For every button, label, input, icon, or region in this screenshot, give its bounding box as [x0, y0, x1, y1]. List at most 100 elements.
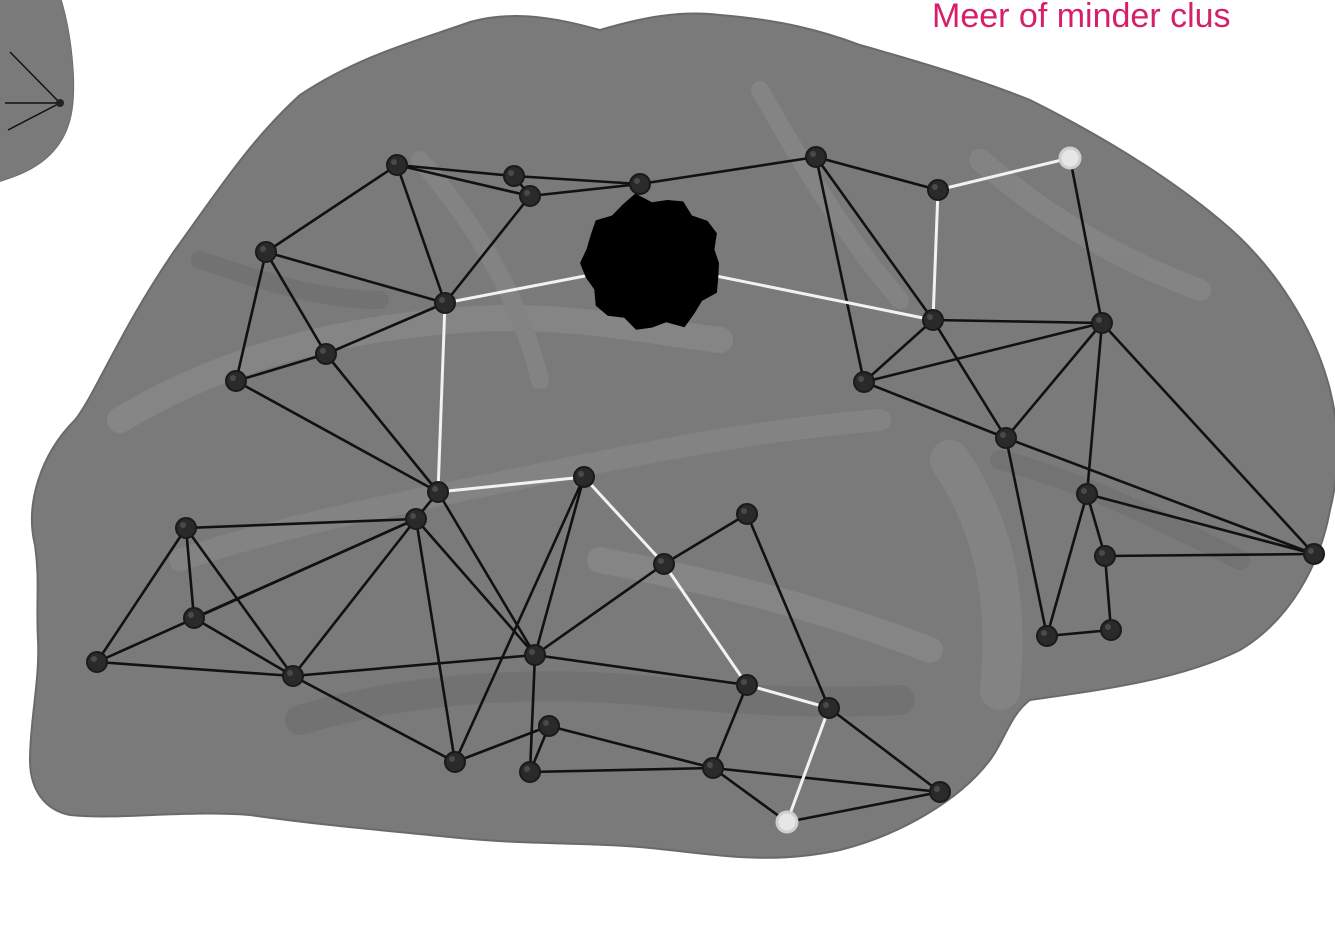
inset-brain [0, 0, 75, 183]
hub-layer [580, 193, 719, 330]
network-edge [529, 182, 641, 198]
network-node [315, 343, 337, 365]
network-edge [1104, 552, 1315, 558]
node-highlight [524, 766, 530, 772]
network-edge [815, 155, 939, 192]
network-edge [711, 684, 749, 769]
network-edge [814, 156, 935, 321]
network-node [386, 154, 408, 176]
node-highlight [658, 558, 664, 564]
network-node [538, 715, 560, 737]
network-node [444, 751, 466, 773]
network-edge [863, 319, 934, 383]
network-edge [292, 653, 536, 678]
network-edge [814, 156, 866, 383]
highlighted-edge [437, 475, 585, 494]
node-highlight [188, 612, 194, 618]
network-node [1094, 545, 1116, 567]
highlighted-edge [931, 189, 940, 321]
network-edge [264, 251, 328, 355]
network-node [405, 508, 427, 530]
edges-layer [95, 155, 1315, 824]
node-highlight [932, 184, 938, 190]
node-highlight [439, 297, 445, 303]
node-highlight [741, 508, 747, 514]
network-node [922, 309, 944, 331]
node-highlight [1105, 624, 1111, 630]
network-node [573, 466, 595, 488]
network-node [1076, 483, 1098, 505]
network-edge [453, 476, 586, 763]
node-highlight [927, 314, 933, 320]
network-node [1303, 543, 1325, 565]
highlighted-node [775, 810, 799, 834]
network-node [1100, 619, 1122, 641]
network-node [519, 761, 541, 783]
node-highlight [543, 720, 549, 726]
network-edge [1085, 322, 1104, 495]
node-highlight [1081, 488, 1087, 494]
network-edge [325, 301, 446, 356]
network-edge [193, 616, 294, 678]
node-highlight [410, 513, 416, 519]
network-edge [292, 674, 456, 764]
highlighted-edge [436, 302, 447, 493]
network-edge [454, 724, 550, 764]
network-edge [548, 724, 714, 770]
network-node [929, 781, 951, 803]
network-edge [96, 517, 417, 664]
network-node [183, 607, 205, 629]
network-node [175, 517, 197, 539]
network-node [805, 146, 827, 168]
network-edge [96, 660, 294, 678]
node-highlight [260, 246, 266, 252]
network-edge [931, 319, 1008, 439]
highlighted-edge [746, 683, 830, 710]
network-node [255, 241, 277, 263]
network-edge [663, 512, 748, 566]
highlighted-edge [937, 156, 1071, 192]
node-highlight [741, 679, 747, 685]
network-edge [234, 251, 268, 382]
node-highlight [1099, 550, 1105, 556]
network-edge [533, 476, 586, 656]
network-node [818, 697, 840, 719]
network-edge [1086, 492, 1315, 556]
network-edge [712, 766, 941, 794]
network-edge [863, 321, 1103, 384]
caption-text: Meer of minder clus [932, 0, 1231, 35]
network-edge [534, 562, 665, 657]
network-node [86, 651, 108, 673]
node-highlight [287, 670, 293, 676]
node-highlight [180, 522, 186, 528]
network-edge [265, 163, 398, 254]
network-edge [1068, 157, 1104, 324]
network-edge [1103, 555, 1113, 631]
network-edge [1004, 437, 1049, 637]
network-edge [235, 379, 439, 494]
network-node [1036, 625, 1058, 647]
node-highlight [858, 376, 864, 382]
network-edge [395, 164, 447, 304]
node-highlight [1096, 317, 1102, 323]
network-edge [265, 250, 446, 305]
node-highlight [524, 190, 530, 196]
network-edge [184, 527, 196, 619]
node-highlight [634, 178, 640, 184]
node-highlight [391, 159, 397, 165]
inset-edge [9, 51, 61, 104]
network-node [434, 292, 456, 314]
network-edge [786, 790, 941, 824]
network-edge [396, 163, 515, 178]
network-edge [443, 195, 532, 304]
network-edge [436, 491, 537, 656]
inset-edge [7, 102, 61, 131]
network-node [629, 173, 651, 195]
node-highlight [508, 170, 514, 176]
network-edge [1005, 322, 1103, 439]
network-edge [1045, 493, 1089, 637]
node-highlight [91, 656, 97, 662]
network-edge [415, 518, 536, 656]
